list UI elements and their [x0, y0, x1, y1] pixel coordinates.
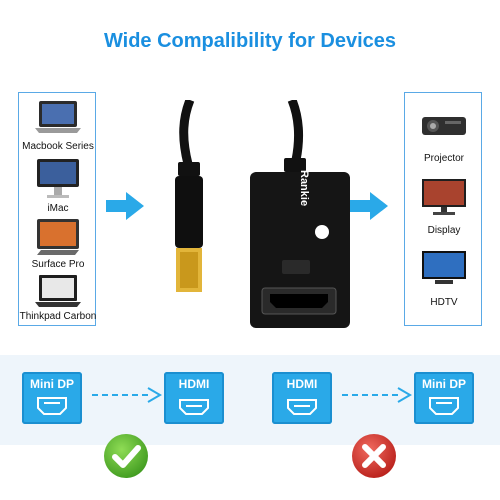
- tv-icon: [422, 251, 466, 284]
- device-label-macbook: Macbook Series: [22, 141, 94, 152]
- device-label-surface: Surface Pro: [31, 259, 85, 270]
- badge-label: Mini DP: [30, 377, 74, 391]
- arrow-right-icon: [342, 387, 412, 403]
- page-title: Wide Compalibility for Devices: [103, 30, 397, 52]
- device-label-display: Display: [427, 225, 461, 236]
- device-label-imac: iMac: [47, 203, 69, 214]
- adapter-brand-label: Rankie: [298, 170, 310, 207]
- tablet-icon: [37, 219, 79, 255]
- target-badge-mini-dp: Mini DP: [414, 372, 474, 424]
- arrow-right-icon: [92, 387, 162, 403]
- badge-label: Mini DP: [422, 377, 466, 391]
- minidp-port-icon: [37, 397, 67, 415]
- arrow-right-icon: [350, 192, 388, 220]
- cross-icon: [352, 434, 396, 478]
- display-devices-panel: Projector Display HDTV: [404, 92, 482, 326]
- source-devices-panel: Macbook Series iMac Surface Pro Thinkpad…: [18, 92, 96, 326]
- laptop-icon: [35, 101, 81, 133]
- monitor-icon: [422, 179, 466, 215]
- check-icon: [104, 434, 148, 478]
- hdmi-port-icon: [287, 399, 317, 415]
- source-badge-mini-dp: Mini DP: [22, 372, 82, 424]
- device-label-thinkpad: Thinkpad Carbon: [19, 311, 97, 322]
- minidp-port-icon: [429, 397, 459, 415]
- adapter-illustration: [175, 100, 350, 328]
- hdmi-port-icon: [179, 399, 209, 415]
- arrow-right-icon: [106, 192, 144, 220]
- projector-icon: [422, 117, 466, 135]
- desktop-monitor-icon: [37, 159, 79, 198]
- laptop-icon: [35, 275, 81, 307]
- badge-label: HDMI: [178, 377, 210, 391]
- device-label-projector: Projector: [423, 153, 464, 164]
- target-badge-hdmi: HDMI: [164, 372, 224, 424]
- source-badge-hdmi: HDMI: [272, 372, 332, 424]
- device-label-hdtv: HDTV: [430, 297, 458, 308]
- badge-label: HDMI: [286, 377, 318, 391]
